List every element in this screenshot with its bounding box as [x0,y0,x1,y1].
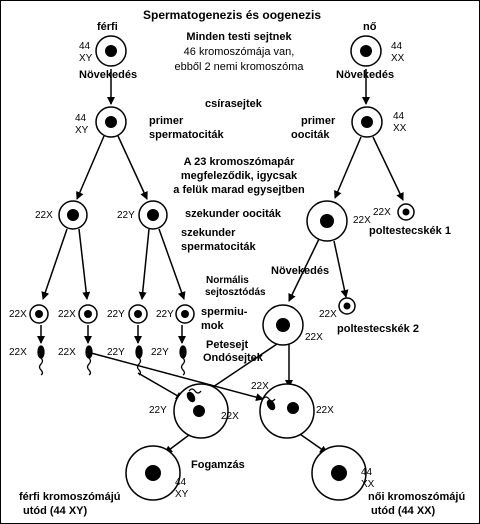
primary-spermatocytes-line-1: primer [149,115,184,127]
spermatids-line-2: mok [201,320,224,332]
male-offspring-karyotype-sex: XY [175,489,189,500]
male-label: férfi [97,21,118,33]
egg-karyotype: 22X [305,332,323,343]
polar-body-1-karyotype: 22X [373,207,391,218]
zygote-male-egg-label: 22X [221,411,239,422]
normal-division-line-1: Normális [206,275,249,286]
polar-body-1-label: poltestecskék 1 [369,225,451,237]
primary-spermatocyte-karyotype-number: 44 [75,113,87,124]
arrow-sperm-x-to-egg [90,352,264,402]
secondary-spermatocytes-line-2: spermatociták [181,241,256,253]
sperm-2-label: 22X [58,347,76,358]
meiosis-line-1: A 23 kromoszómapár [183,156,295,168]
primary-oocyte-karyotype-sex: XX [393,123,407,134]
female-label: nő [363,21,377,33]
zygote-female-egg-label: 22X [316,405,334,416]
primary-oocyte-karyotype-number: 44 [393,111,405,122]
sperm-4-label: 22Y [151,347,169,358]
female-offspring-karyotype-sex: XX [361,479,375,490]
primary-oocytes-line-2: oociták [291,129,330,141]
arrow-polar-split-1 [372,136,404,201]
primary-oocytes-line-1: primer [301,115,336,127]
male-karyotype-number: 44 [79,41,91,52]
diagram-title: Spermatogenezis és oogenezis [143,8,322,22]
zygote-female-sperm-label: 22X [251,381,269,392]
arrow-sperm-y-to-egg [137,372,184,400]
sperm-1-label: 22X [9,347,27,358]
female-offspring-line-2: utód (44 XX) [371,505,436,517]
sperm-cells-label: Ondósejtek [203,352,263,364]
male-karyotype-sex: XY [79,53,93,64]
intro-line-3: ebből 2 nemi kromoszóma [174,61,304,73]
secondary-spermatocytes-line-1: szekunder [181,227,236,239]
egg-cell-label: Petesejt [206,339,249,351]
polar-body-2-label: poltestecskék 2 [337,323,419,335]
male-growth-label: Növekedés [79,69,138,81]
cell-zygote-female [259,383,315,439]
secondary-oocyte-karyotype: 22X [353,215,371,226]
spermatid-4-label: 22Y [156,309,174,320]
male-offspring-karyotype-number: 44 [175,477,187,488]
female-growth-label: Növekedés [336,69,395,81]
female-karyotype-sex: XX [391,53,405,64]
female-offspring-line-1: női kromoszómájú [368,491,466,503]
meiosis-line-3: a felük marad egysejtben [173,184,305,196]
spermatid-3-label: 22Y [107,309,125,320]
intro-line-2: 46 kromoszómája van, [183,46,295,58]
arrow-oocyte-split [334,136,362,199]
male-offspring-line-2: utód (44 XY) [23,505,88,517]
sperm-3-label: 22Y [107,347,125,358]
male-offspring-line-1: férfi kromoszómájú [19,491,121,503]
arrow-sperm-split-left [76,135,105,200]
growth-label-oocyte: Növekedés [271,265,330,277]
intro-line-1: Minden testi sejtnek [186,31,292,43]
spermatid-1-label: 22X [9,309,27,320]
arrow-sperm-split-right [117,135,148,200]
female-offspring-karyotype-number: 44 [361,467,373,478]
spermatid-2-label: 22X [58,309,76,320]
fertilization-label: Fogamzás [191,459,245,471]
primary-spermatocyte-karyotype-sex: XY [75,125,89,136]
primary-spermatocytes-line-2: spermatociták [149,129,224,141]
secondary-spermatocyte-y-label: 22Y [117,210,135,221]
secondary-spermatocyte-x-label: 22X [35,210,53,221]
polar-body-2-karyotype: 22X [319,309,337,320]
sperm-cells [37,345,276,411]
female-karyotype-number: 44 [391,41,403,52]
secondary-oocytes-label: szekunder oociták [185,208,281,220]
normal-division-line-2: sejtosztódás [205,287,266,298]
germ-cells-label: csírasejtek [205,98,262,110]
arrow-egg-to-left [206,343,278,392]
zygote-male-sperm-label: 22Y [149,405,167,416]
meiosis-line-2: megfeleződik, igycsak [180,170,298,182]
spermatids-line-1: spermiu- [201,306,248,318]
